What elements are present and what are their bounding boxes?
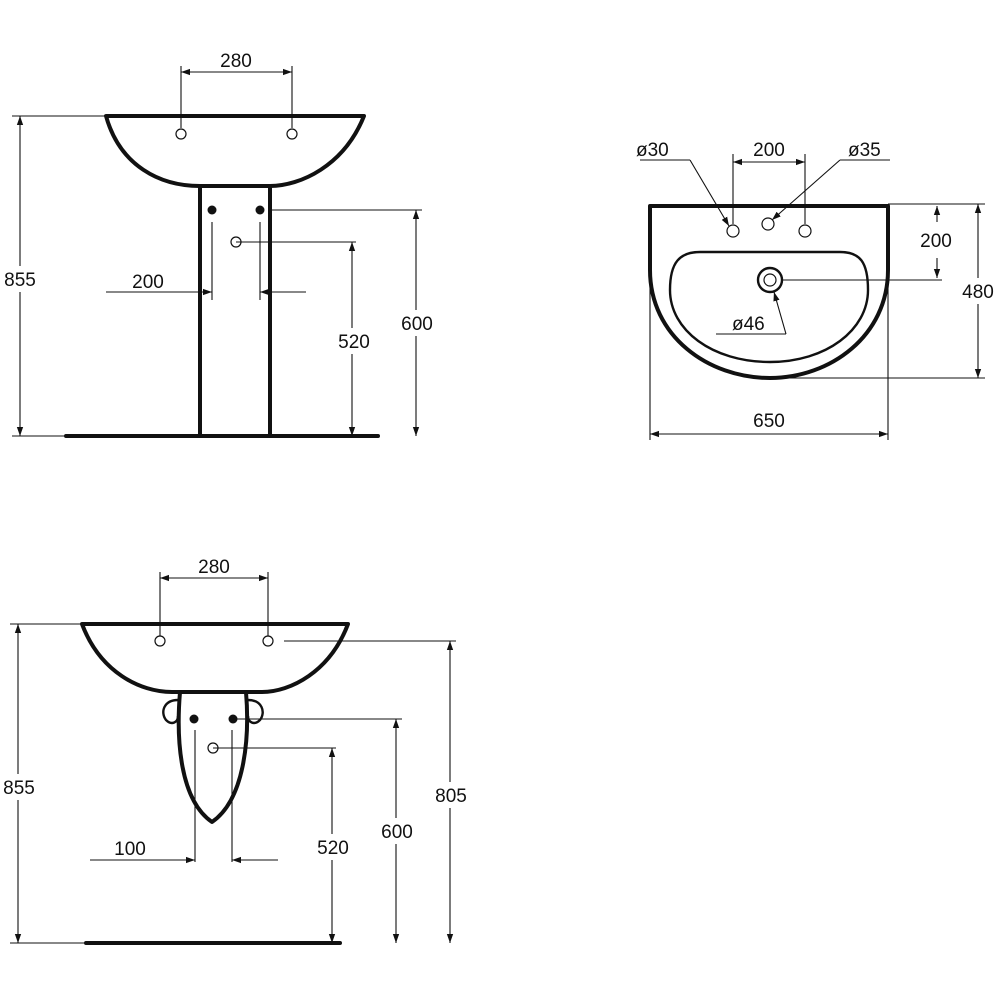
basin-outline bbox=[104, 114, 366, 188]
front-view-pedestal: 280 855 200 520 600 bbox=[0, 51, 438, 438]
tap-hole bbox=[761, 217, 775, 231]
basin-outline bbox=[80, 622, 350, 694]
dim-pedestal-width: 200 bbox=[132, 272, 164, 293]
overflow-hole bbox=[798, 224, 812, 238]
label-overflow-diameter: ø30 bbox=[636, 140, 669, 161]
semi-pedestal-outline bbox=[176, 690, 250, 824]
dim-semi-pedestal-offset: 100 bbox=[114, 839, 146, 860]
fixing-point bbox=[207, 205, 217, 215]
dim-fixing-height: 600 bbox=[401, 314, 433, 335]
dim-tap-spacing: 280 bbox=[220, 51, 252, 72]
tap-hole bbox=[154, 635, 166, 647]
dim-depth: 480 bbox=[962, 282, 994, 303]
dim-fixing-height: 600 bbox=[381, 822, 413, 843]
dim-tap-spacing: 280 bbox=[198, 557, 230, 578]
fixing-bracket bbox=[246, 698, 264, 725]
fixing-bracket bbox=[162, 698, 180, 725]
tap-hole bbox=[262, 635, 274, 647]
dim-width: 650 bbox=[753, 411, 785, 432]
waste-outlet-inner bbox=[763, 273, 777, 287]
basin-bowl bbox=[668, 250, 870, 364]
dim-total-height: 855 bbox=[3, 778, 35, 799]
dim-total-height: 855 bbox=[4, 270, 36, 291]
fixing-point bbox=[189, 714, 199, 724]
overflow-hole bbox=[726, 224, 740, 238]
dim-waste-height: 520 bbox=[338, 332, 370, 353]
label-waste-diameter: ø46 bbox=[732, 314, 765, 335]
pedestal-outline bbox=[198, 184, 272, 438]
label-tap-diameter: ø35 bbox=[848, 140, 881, 161]
dim-waste-depth: 200 bbox=[920, 231, 952, 252]
dim-waste-height: 520 bbox=[317, 838, 349, 859]
fixing-point bbox=[255, 205, 265, 215]
dim-tap-spacing: 200 bbox=[753, 140, 785, 161]
top-view: 200 ø30 ø35 ø46 200 480 650 bbox=[636, 140, 1000, 440]
dim-rim-height: 805 bbox=[435, 786, 467, 807]
tap-hole bbox=[286, 128, 298, 140]
fixing-point bbox=[228, 714, 238, 724]
front-view-semi-pedestal: 280 855 100 520 600 805 bbox=[0, 557, 472, 945]
tap-hole bbox=[175, 128, 187, 140]
